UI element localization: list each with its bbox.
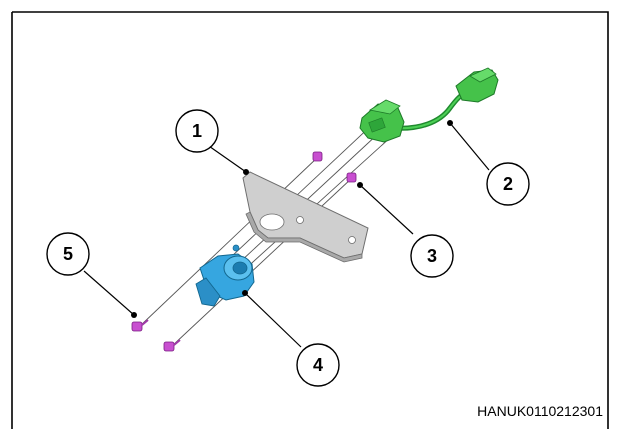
callout-4: 4 bbox=[296, 343, 340, 387]
callout-2: 2 bbox=[486, 162, 530, 206]
wiring-harness bbox=[359, 67, 499, 143]
screw-upper-right bbox=[346, 172, 357, 183]
figure-frame bbox=[11, 11, 609, 429]
trailer-socket bbox=[195, 244, 255, 307]
callout-3-label: 3 bbox=[427, 246, 437, 266]
callout-2-label: 2 bbox=[503, 174, 513, 194]
screw-lower-middle bbox=[163, 339, 181, 352]
callout-1-label: 1 bbox=[192, 121, 202, 141]
callout-5-label: 5 bbox=[63, 244, 73, 264]
leader-lines bbox=[83, 120, 490, 348]
callout-4-label: 4 bbox=[313, 355, 323, 375]
callout-3: 3 bbox=[410, 234, 454, 278]
screw-lower-left bbox=[131, 319, 149, 332]
callout-5: 5 bbox=[46, 232, 90, 276]
mounting-bracket bbox=[242, 171, 369, 263]
figure-code: HANUK0110212301 bbox=[477, 403, 603, 419]
callout-1: 1 bbox=[175, 109, 219, 153]
screws bbox=[131, 151, 357, 352]
screw-upper-left bbox=[312, 151, 323, 162]
